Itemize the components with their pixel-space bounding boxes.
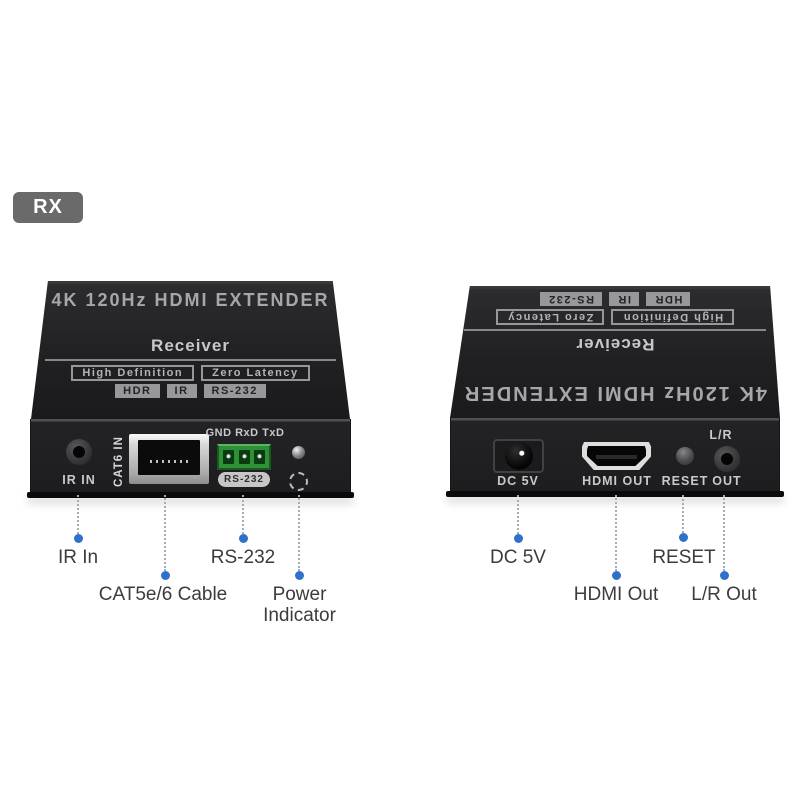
callout-label-power-indicator: Power Indicator bbox=[263, 584, 336, 626]
hdmi-out-label: HDMI OUT bbox=[582, 474, 652, 488]
callout-label-lr-out: L/R Out bbox=[691, 584, 757, 605]
divider-line bbox=[45, 359, 336, 361]
callout-line bbox=[723, 495, 725, 571]
rear-panel: DC 5V HDMI OUT RESET L/R OUT bbox=[450, 418, 780, 492]
dc-power-jack bbox=[493, 439, 544, 473]
ir-in-jack bbox=[66, 439, 92, 465]
device-subtitle: Receiver bbox=[575, 335, 655, 354]
callout-label-cat-cable: CAT5e/6 Cable bbox=[98, 584, 228, 605]
terminal-pin bbox=[223, 450, 235, 464]
power-led bbox=[292, 446, 305, 459]
divider-line bbox=[464, 329, 766, 331]
feature-badge-high-definition: High Definition bbox=[71, 365, 195, 381]
callout-dot bbox=[295, 571, 304, 580]
device-top-rear-view: 4K 120Hz HDMI EXTENDER Receiver High Def… bbox=[450, 286, 780, 418]
callout-label-rs232: RS-232 bbox=[210, 547, 276, 568]
rj45-socket bbox=[138, 440, 200, 475]
dc-5v-label: DC 5V bbox=[497, 474, 539, 488]
front-panel: IR IN CAT6 IN GND RxD TxD RS-232 bbox=[30, 419, 351, 493]
feature-badge-hdr: HDR bbox=[115, 384, 160, 398]
callout-dot bbox=[720, 571, 729, 580]
device-subtitle: Receiver bbox=[151, 336, 230, 355]
callout-line bbox=[242, 495, 244, 534]
terminal-pin bbox=[238, 450, 250, 464]
lr-label: L/R bbox=[709, 428, 733, 442]
callout-dot bbox=[679, 533, 688, 542]
callout-dot bbox=[161, 571, 170, 580]
out-label: OUT bbox=[712, 474, 742, 488]
rj45-port bbox=[129, 434, 209, 484]
terminal-pins-label: GND RxD TxD bbox=[205, 427, 285, 439]
callout-label-reset: RESET bbox=[652, 547, 716, 568]
feature-badge-rs232: RS-232 bbox=[203, 384, 266, 398]
feature-badge-ir: IR bbox=[166, 384, 197, 398]
lr-out-jack bbox=[714, 446, 740, 472]
callout-label-dc-5v: DC 5V bbox=[490, 547, 546, 568]
rx-view-badge: RX bbox=[13, 192, 83, 223]
dc-power-pin bbox=[504, 442, 533, 470]
rs232-terminal-block bbox=[217, 444, 271, 470]
callout-dot bbox=[239, 534, 248, 543]
feature-badge-rs232: RS-232 bbox=[539, 292, 602, 306]
reset-button bbox=[676, 447, 694, 465]
cat6-in-label: CAT6 IN bbox=[113, 436, 125, 487]
callout-line bbox=[164, 495, 166, 571]
device-base bbox=[27, 492, 354, 498]
callout-line bbox=[517, 495, 519, 534]
callout-line bbox=[682, 495, 684, 533]
callout-line bbox=[77, 495, 79, 534]
device-base bbox=[446, 491, 784, 497]
callout-line bbox=[298, 495, 300, 571]
terminal-pin bbox=[253, 450, 265, 464]
ir-in-label: IR IN bbox=[62, 473, 96, 487]
power-led-highlight-ring bbox=[289, 472, 308, 491]
callout-line bbox=[615, 495, 617, 571]
feature-badge-high-definition: High Definition bbox=[611, 309, 735, 325]
hdmi-tongue bbox=[596, 455, 637, 459]
callout-dot bbox=[514, 534, 523, 543]
feature-badge-zero-latency: Zero Latency bbox=[495, 309, 605, 325]
device-title: 4K 120Hz HDMI EXTENDER bbox=[462, 382, 768, 404]
reset-label: RESET bbox=[661, 474, 709, 488]
hdmi-out-port bbox=[582, 442, 651, 470]
callout-label-hdmi-out: HDMI Out bbox=[573, 584, 659, 605]
device-top-front-view: 4K 120Hz HDMI EXTENDER Receiver High Def… bbox=[31, 281, 350, 419]
rs232-port-label: RS-232 bbox=[218, 472, 270, 487]
callout-dot bbox=[74, 534, 83, 543]
feature-badge-ir: IR bbox=[608, 292, 639, 306]
callout-label-ir-in: IR In bbox=[57, 547, 99, 568]
device-title: 4K 120Hz HDMI EXTENDER bbox=[51, 290, 330, 310]
feature-badge-hdr: HDR bbox=[645, 292, 691, 306]
feature-badge-zero-latency: Zero Latency bbox=[201, 365, 310, 381]
callout-dot bbox=[612, 571, 621, 580]
